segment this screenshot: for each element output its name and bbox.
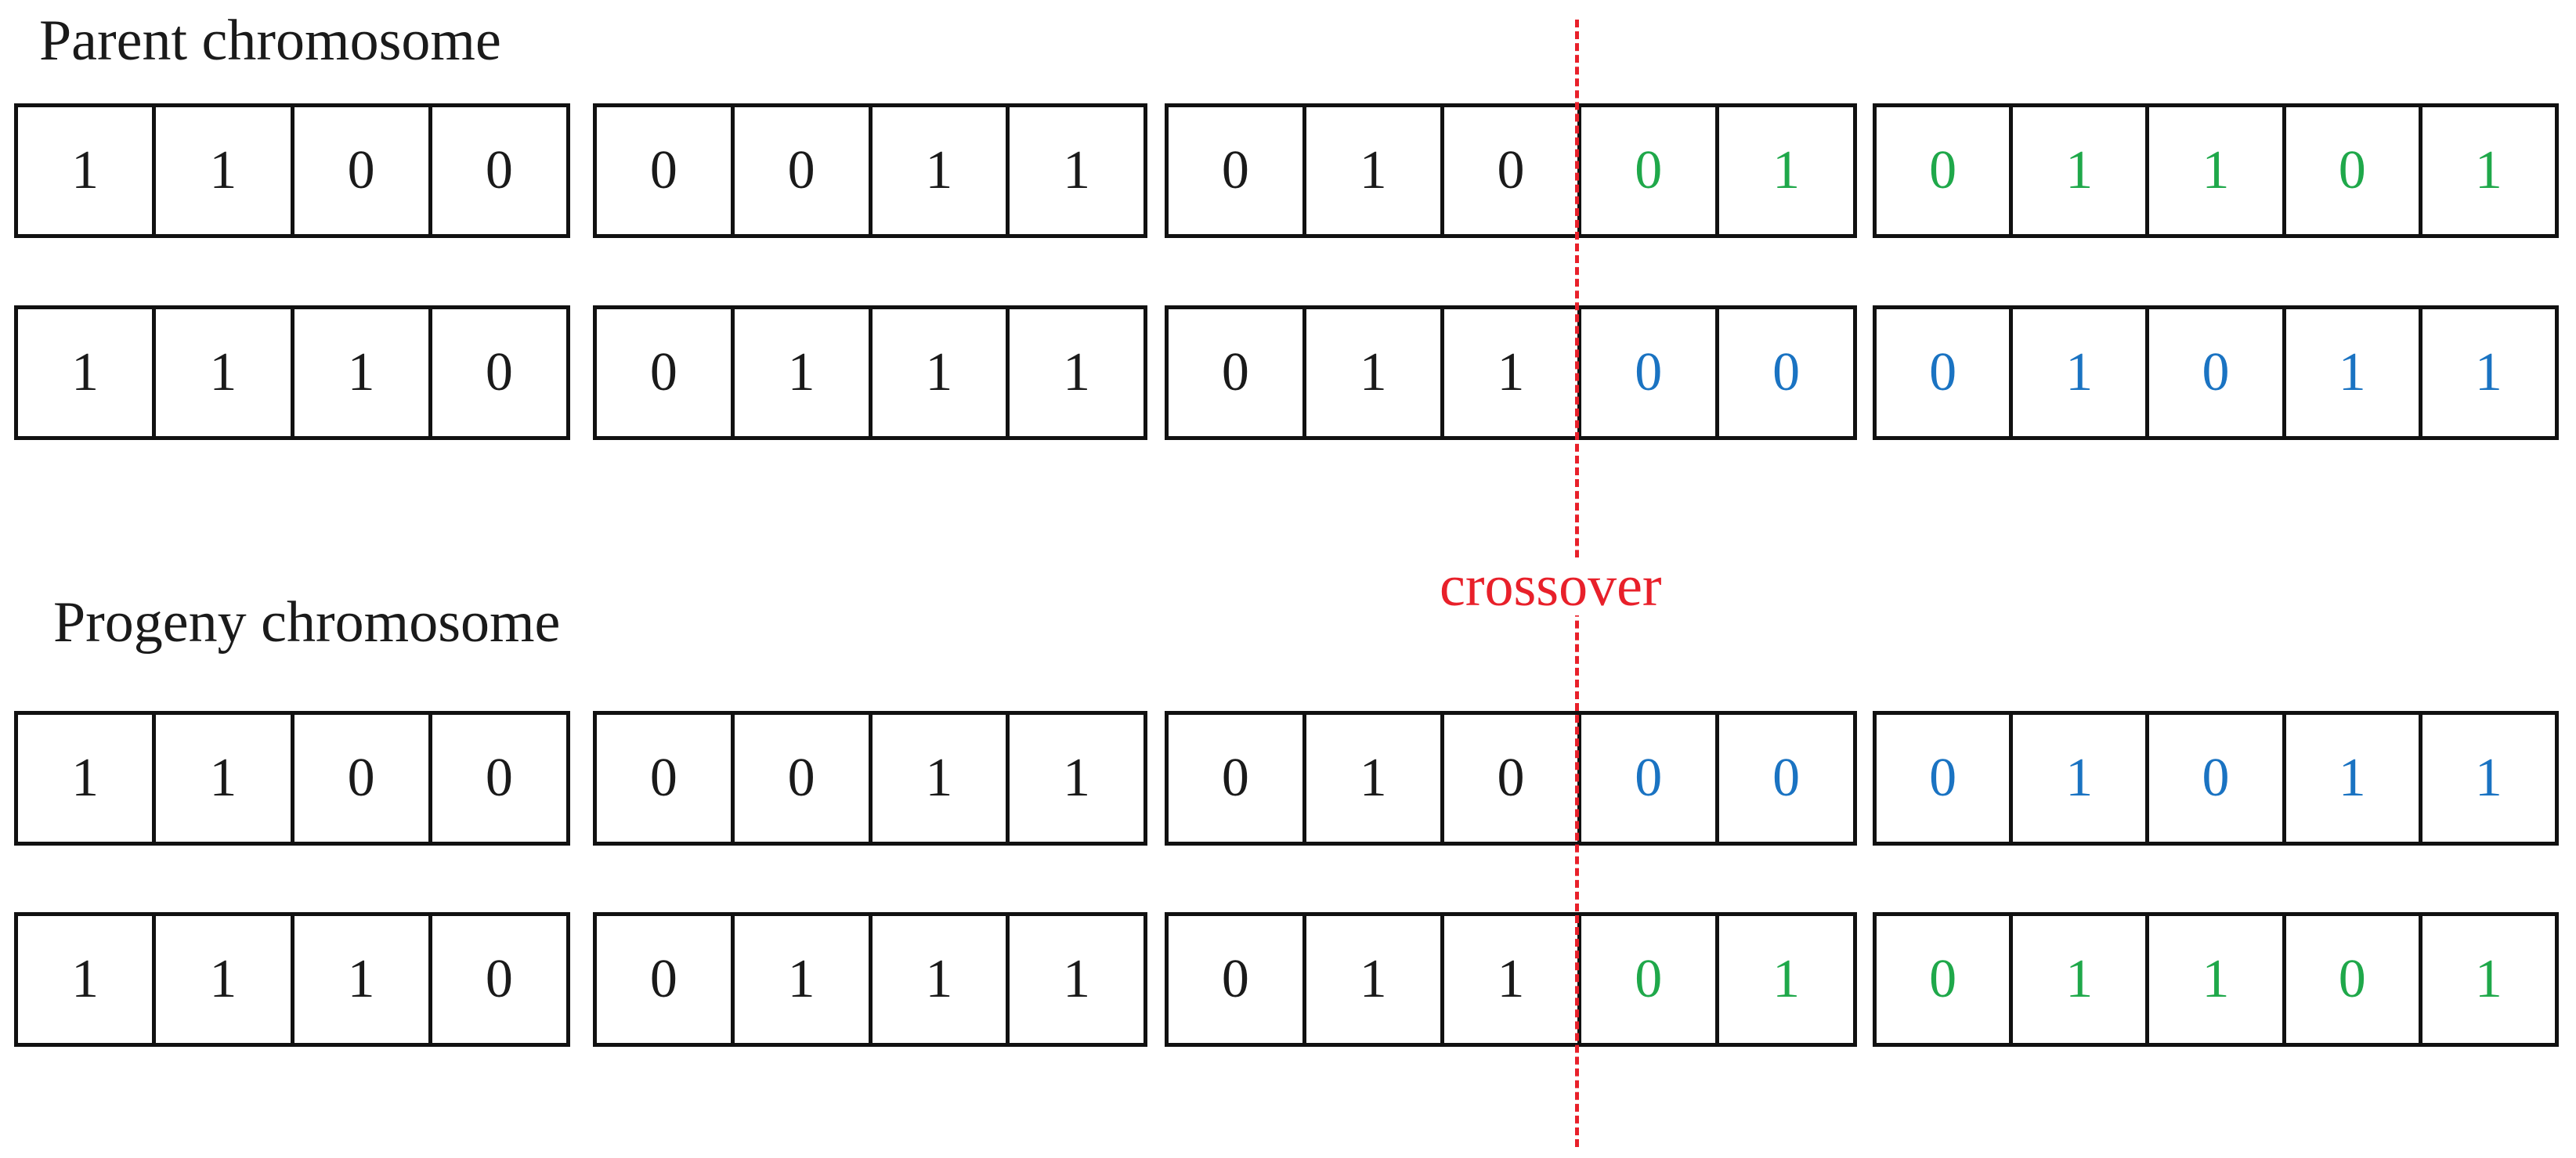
gene-cell: 0 bbox=[1169, 107, 1306, 234]
gene-cell: 1 bbox=[873, 715, 1010, 842]
gene-cell: 0 bbox=[2149, 715, 2286, 842]
gene-cell: 0 bbox=[1581, 715, 1720, 842]
gene-cell: 1 bbox=[18, 107, 157, 234]
progeny-chromosome-heading: Progeny chromosome bbox=[53, 590, 561, 655]
gene-cell: 0 bbox=[2286, 916, 2422, 1043]
gene-cell: 1 bbox=[2474, 748, 2502, 808]
gene-cell: 1 bbox=[873, 309, 1010, 436]
gene-cell: 0 bbox=[597, 715, 735, 842]
gene-cell: 0 bbox=[2149, 309, 2286, 436]
gene-cell: 0 bbox=[1581, 107, 1720, 234]
gene-cell: 1 bbox=[1444, 916, 1582, 1043]
gene-cell: 1 bbox=[1306, 107, 1444, 234]
gene-cell: 1 bbox=[156, 309, 294, 436]
gene-cell: 0 bbox=[1444, 715, 1582, 842]
gene-cell: 1 bbox=[156, 107, 294, 234]
gene-cell: 0 bbox=[1772, 342, 1801, 402]
gene-cell: 1 bbox=[1063, 140, 1091, 200]
gene-cell: 0 bbox=[597, 107, 735, 234]
gene-cell: 1 bbox=[2474, 140, 2502, 200]
gene-cell: 1 bbox=[1306, 916, 1444, 1043]
gene-cell: 0 bbox=[485, 140, 513, 200]
gene-cell: 1 bbox=[1306, 715, 1444, 842]
gene-cell: 1 bbox=[1444, 309, 1582, 436]
gene-cell: 1 bbox=[1772, 140, 1801, 200]
gene-cell: 1 bbox=[1063, 949, 1091, 1009]
gene-cell: 1 bbox=[156, 916, 294, 1043]
gene-cell: 1 bbox=[1306, 309, 1444, 436]
gene-cell: 0 bbox=[2286, 107, 2422, 234]
gene-cell: 0 bbox=[485, 342, 513, 402]
gene-cell: 1 bbox=[1063, 342, 1091, 402]
gene-cell: 1 bbox=[2474, 342, 2502, 402]
gene-cell: 1 bbox=[2013, 916, 2150, 1043]
gene-cell: 1 bbox=[18, 309, 157, 436]
gene-cell: 1 bbox=[294, 916, 432, 1043]
gene-cell: 1 bbox=[2013, 107, 2150, 234]
gene-cell: 1 bbox=[2286, 309, 2422, 436]
gene-cell: 0 bbox=[597, 309, 735, 436]
gene-cell: 0 bbox=[294, 107, 432, 234]
parent-chromosome-heading: Parent chromosome bbox=[39, 9, 501, 73]
gene-cell: 0 bbox=[1877, 107, 2014, 234]
gene-cell: 1 bbox=[294, 309, 432, 436]
gene-cell: 1 bbox=[2286, 715, 2422, 842]
gene-cell: 0 bbox=[735, 715, 873, 842]
gene-cell: 1 bbox=[2149, 107, 2286, 234]
gene-cell: 1 bbox=[873, 916, 1010, 1043]
gene-cell: 1 bbox=[1772, 949, 1801, 1009]
gene-cell: 1 bbox=[1063, 748, 1091, 808]
gene-cell: 0 bbox=[735, 107, 873, 234]
gene-cell: 1 bbox=[18, 916, 157, 1043]
gene-cell: 1 bbox=[2474, 949, 2502, 1009]
gene-cell: 1 bbox=[735, 309, 873, 436]
gene-cell: 0 bbox=[1581, 309, 1720, 436]
gene-cell: 0 bbox=[1772, 748, 1801, 808]
gene-cell: 0 bbox=[485, 748, 513, 808]
gene-cell: 0 bbox=[485, 949, 513, 1009]
gene-cell: 0 bbox=[1581, 916, 1720, 1043]
gene-cell: 0 bbox=[1877, 916, 2014, 1043]
gene-cell: 0 bbox=[1444, 107, 1582, 234]
gene-cell: 0 bbox=[597, 916, 735, 1043]
gene-cell: 1 bbox=[18, 715, 157, 842]
gene-cell: 1 bbox=[156, 715, 294, 842]
gene-cell: 1 bbox=[873, 107, 1010, 234]
gene-cell: 1 bbox=[2149, 916, 2286, 1043]
gene-cell: 1 bbox=[735, 916, 873, 1043]
gene-cell: 1 bbox=[2013, 309, 2150, 436]
gene-cell: 0 bbox=[294, 715, 432, 842]
gene-cell: 0 bbox=[1877, 309, 2014, 436]
gene-cell: 0 bbox=[1169, 309, 1306, 436]
crossover-label: crossover bbox=[1435, 557, 1667, 615]
gene-cell: 0 bbox=[1169, 715, 1306, 842]
gene-cell: 1 bbox=[2013, 715, 2150, 842]
gene-cell: 0 bbox=[1169, 916, 1306, 1043]
gene-cell: 0 bbox=[1877, 715, 2014, 842]
